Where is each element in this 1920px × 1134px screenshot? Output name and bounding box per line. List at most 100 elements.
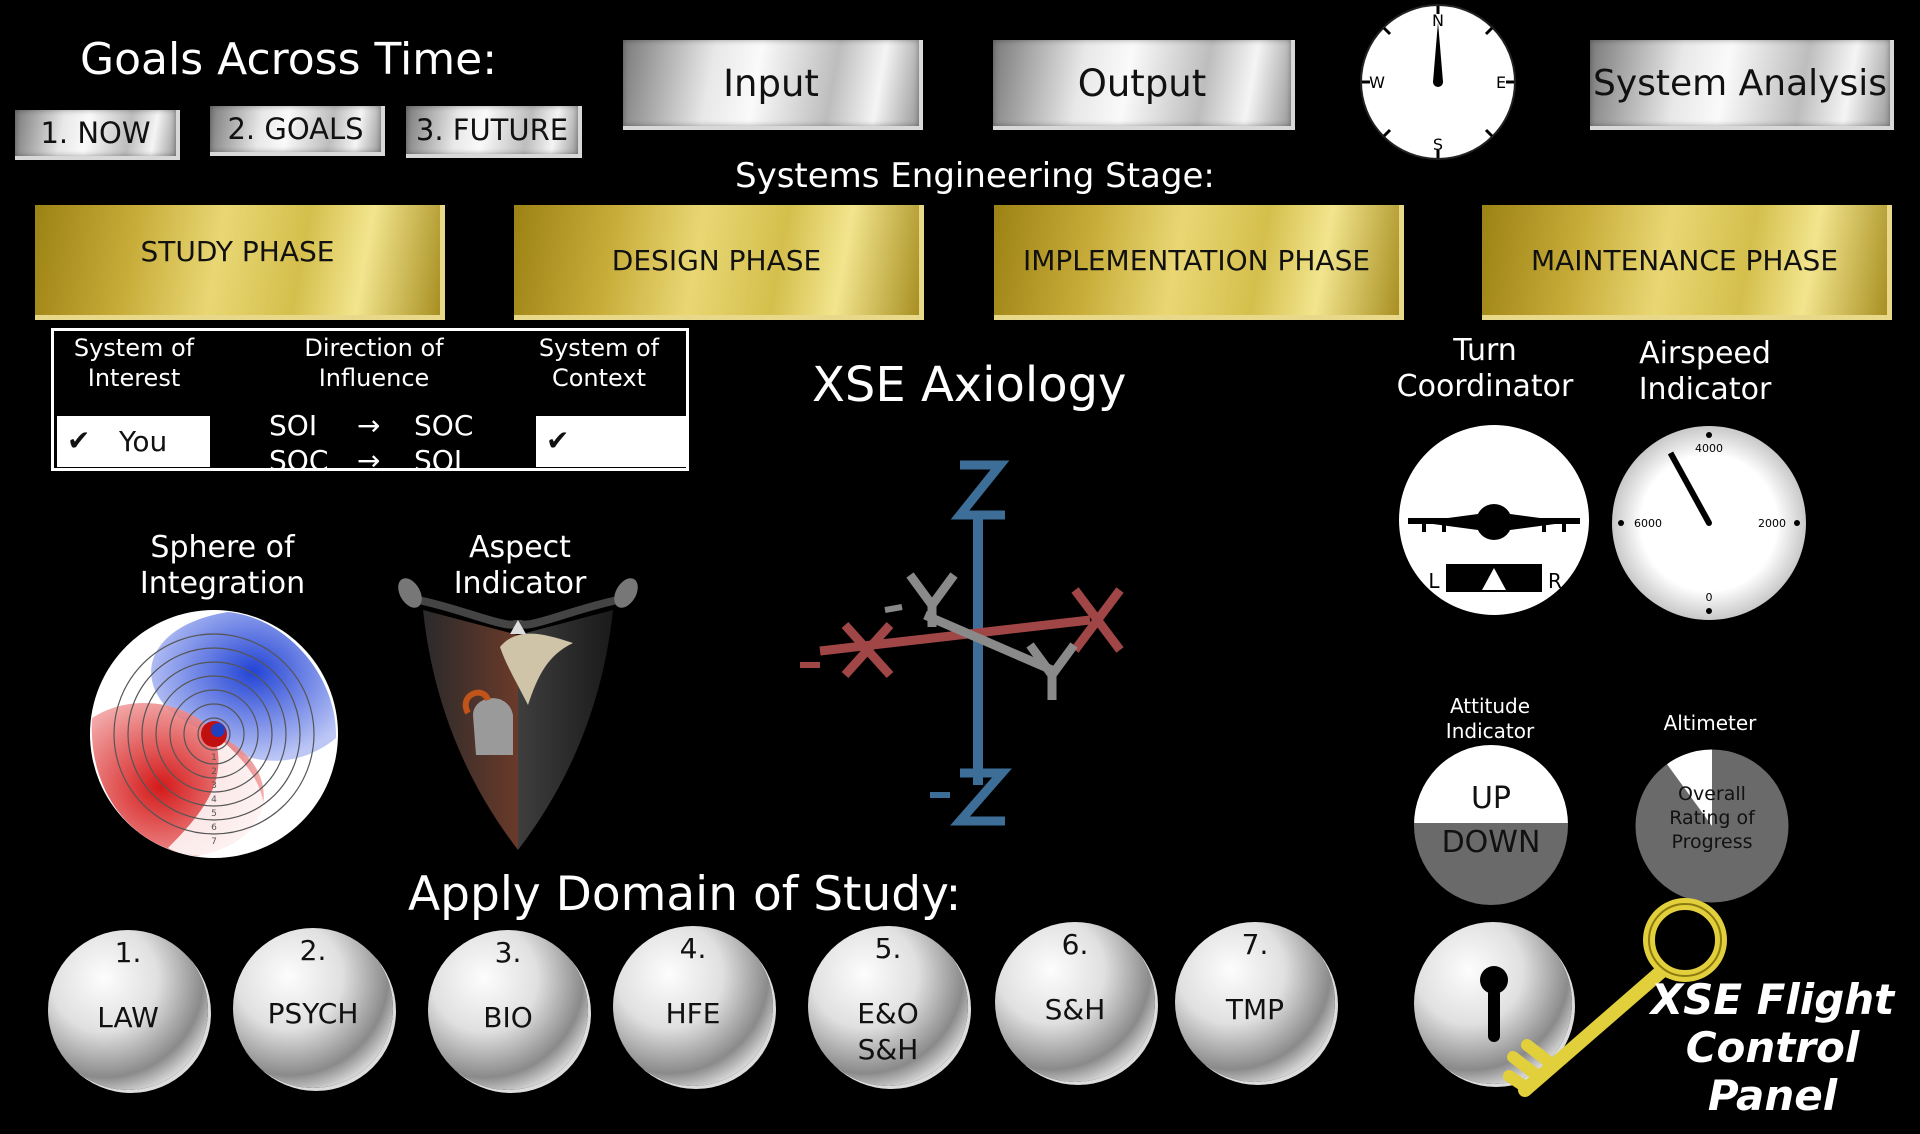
attitude-title: Attitude Indicator xyxy=(1445,694,1535,743)
airspeed-gauge: 4000 2000 0 6000 xyxy=(1612,426,1806,620)
ring-label-4: 4 xyxy=(211,795,217,805)
goal-future-label: 3. FUTURE xyxy=(415,113,569,147)
sphere-of-integration[interactable]: 1 2 3 4 5 6 7 xyxy=(88,608,340,860)
row1-arrow: → xyxy=(357,409,381,442)
axiology-diagram xyxy=(800,460,1124,826)
domain-label: HFE xyxy=(665,997,721,1030)
soi-header: System of Interest xyxy=(73,334,195,392)
airspeed-tick-6000: 6000 xyxy=(1634,517,1662,530)
row1-from: SOI xyxy=(269,409,318,442)
domain-number: 5. xyxy=(874,932,902,965)
sphere-title: Sphere of Integration xyxy=(139,530,306,601)
check-icon: ✔ xyxy=(546,424,570,457)
attitude-up-label: UP xyxy=(1470,781,1512,816)
row2-from: SOC xyxy=(269,444,329,477)
airspeed-tick-2000: 2000 xyxy=(1758,517,1786,530)
goal-goals-button[interactable]: 2. GOALS xyxy=(210,106,385,156)
domain-law-button[interactable]: 1. LAW xyxy=(48,930,208,1090)
soi-value-field[interactable]: ✔ You xyxy=(57,416,210,467)
check-icon: ✔ xyxy=(67,424,91,457)
compass-s: S xyxy=(1433,135,1443,154)
domain-title: Apply Domain of Study: xyxy=(408,867,962,922)
altimeter-label-line-3: Progress xyxy=(1671,831,1752,853)
output-button[interactable]: Output xyxy=(993,40,1295,130)
attitude-gauge: UP DOWN xyxy=(1414,745,1568,905)
domain-number: 3. xyxy=(494,936,522,969)
ring-label-7: 7 xyxy=(211,837,217,847)
turn-right-label: R xyxy=(1548,569,1562,593)
keyhole-icon xyxy=(1480,966,1508,1042)
goal-now-label: 1. NOW xyxy=(40,116,151,150)
ring-label-3: 3 xyxy=(211,781,217,791)
domain-number: 6. xyxy=(1061,928,1089,961)
altimeter-progress-wedge xyxy=(1666,749,1712,826)
domain-number: 7. xyxy=(1241,928,1269,961)
influence-panel: System of Interest Direction of Influenc… xyxy=(51,328,689,477)
brand-title: XSE Flight Control Panel xyxy=(1650,975,1895,1120)
altimeter-title: Altimeter xyxy=(1663,711,1757,735)
domain-eo-sh-button[interactable]: 5. E&O S&H xyxy=(808,926,968,1086)
domain-number: 4. xyxy=(679,932,707,965)
airspeed-title: Airspeed Indicator xyxy=(1638,336,1772,407)
maintenance-phase-button[interactable]: MAINTENANCE PHASE xyxy=(1482,205,1892,320)
compass-w: W xyxy=(1369,73,1385,92)
domain-number: 1. xyxy=(114,936,142,969)
implementation-phase-label: IMPLEMENTATION PHASE xyxy=(1022,243,1371,277)
ring-label-6: 6 xyxy=(211,823,217,833)
row1-to: SOC xyxy=(414,409,474,442)
attitude-ground: DOWN xyxy=(1414,823,1568,905)
study-phase-label: STUDY PHASE xyxy=(140,234,335,268)
system-analysis-button[interactable]: System Analysis xyxy=(1590,40,1894,130)
attitude-down-label: DOWN xyxy=(1441,825,1541,860)
soc-header: System of Context xyxy=(538,334,660,392)
domain-label: PSYCH xyxy=(267,997,359,1030)
attitude-sky: UP xyxy=(1414,745,1568,823)
altimeter-gauge: Overall Rating of Progress xyxy=(1634,748,1790,904)
implementation-phase-button[interactable]: IMPLEMENTATION PHASE xyxy=(994,205,1404,320)
aspect-title: Aspect Indicator xyxy=(453,530,587,601)
airspeed-tick-4000: 4000 xyxy=(1695,442,1723,455)
output-button-label: Output xyxy=(1077,61,1207,105)
aspect-indicator-shield-icon xyxy=(398,578,638,850)
soi-value: You xyxy=(119,425,168,458)
key-icon[interactable] xyxy=(1495,895,1735,1117)
ring-label-5: 5 xyxy=(211,809,217,819)
stage-title: Systems Engineering Stage: xyxy=(735,156,1215,196)
soc-value-field[interactable]: ✔ xyxy=(536,416,686,467)
altimeter-label-line-1: Overall xyxy=(1678,783,1746,805)
goals-title: Goals Across Time: xyxy=(80,34,498,85)
domain-psych-button[interactable]: 2. PSYCH xyxy=(233,928,393,1088)
compass-e: E xyxy=(1496,73,1506,92)
domain-hfe-button[interactable]: 4. HFE xyxy=(613,926,773,1086)
domain-sh-button[interactable]: 6. S&H xyxy=(995,922,1155,1082)
study-phase-button[interactable]: STUDY PHASE xyxy=(35,205,445,320)
turn-coordinator-gauge: L R xyxy=(1399,425,1589,615)
goal-goals-label: 2. GOALS xyxy=(227,112,364,146)
compass-icon: N E S W xyxy=(1360,4,1516,160)
turn-left-label: L xyxy=(1428,569,1440,593)
domain-tmp-button[interactable]: 7. TMP xyxy=(1175,922,1335,1082)
row2-to: SOI xyxy=(414,444,463,477)
domain-label: TMP xyxy=(1225,993,1285,1026)
row2-arrow: → xyxy=(357,444,381,477)
design-phase-button[interactable]: DESIGN PHASE xyxy=(514,205,924,320)
ring-label-1: 1 xyxy=(211,753,217,763)
airspeed-needle xyxy=(1667,451,1712,525)
airspeed-tick-0: 0 xyxy=(1706,591,1713,604)
ring-label-2: 2 xyxy=(211,767,217,777)
domain-bio-button[interactable]: 3. BIO xyxy=(428,930,588,1090)
domain-label: LAW xyxy=(97,1001,159,1034)
input-button[interactable]: Input xyxy=(623,40,923,130)
system-analysis-label: System Analysis xyxy=(1592,62,1887,104)
altimeter-label-line-2: Rating of xyxy=(1669,807,1756,829)
domain-label: S&H xyxy=(1044,993,1106,1026)
maintenance-phase-label: MAINTENANCE PHASE xyxy=(1530,243,1839,277)
compass-n: N xyxy=(1432,11,1444,30)
direction-header: Direction of Influence xyxy=(304,334,444,392)
goal-future-button[interactable]: 3. FUTURE xyxy=(406,106,582,158)
domain-label: E&O S&H xyxy=(857,997,919,1066)
axiology-title: XSE Axiology xyxy=(812,357,1127,413)
design-phase-label: DESIGN PHASE xyxy=(611,243,822,277)
domain-number: 2. xyxy=(299,934,327,967)
goal-now-button[interactable]: 1. NOW xyxy=(15,110,180,160)
